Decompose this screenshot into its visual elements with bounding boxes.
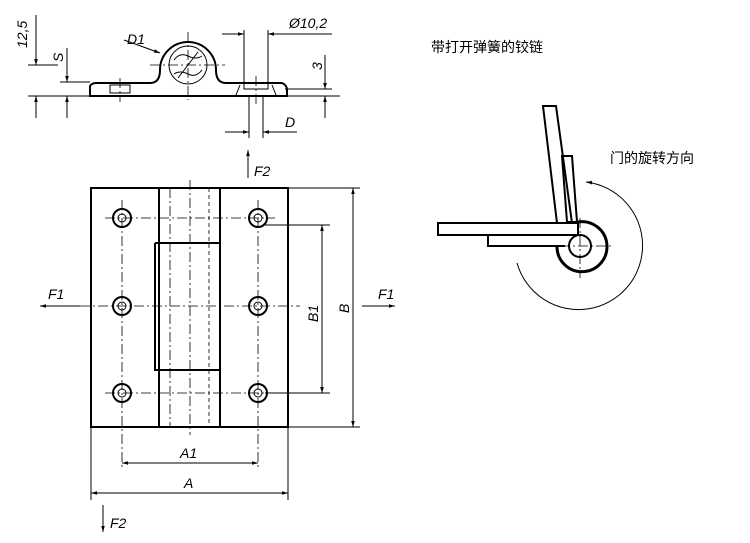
dim-bore-label: Ø10,2	[288, 15, 327, 31]
dim-3-label: 3	[309, 62, 325, 70]
force-bottom-label: F2	[110, 515, 127, 531]
dim-s-label: S	[50, 52, 66, 62]
dim-a1-label: A1	[179, 445, 197, 461]
dim-height-label: 12,5	[14, 21, 30, 48]
force-left-label: F1	[48, 286, 64, 302]
dim-b-label: B	[336, 304, 352, 313]
force-right-label: F1	[378, 286, 394, 302]
dim-b1-label: B1	[305, 305, 321, 322]
rotation-direction-label: 门的旋转方向	[610, 151, 694, 167]
dim-a-label: A	[183, 475, 193, 491]
spring-hinge-rotation-diagram: 带打开弹簧的铰链 门的旋转方向	[431, 39, 694, 311]
force-top-label: F2	[254, 163, 271, 179]
side-view: 12,5 S D1 Ø10,2 3 D	[14, 15, 340, 138]
front-view: F2 F2 F1 F1 B1 B A1 A	[40, 150, 395, 532]
title-label: 带打开弹簧的铰链	[431, 39, 543, 56]
dim-d1-label: D1	[127, 31, 145, 47]
dim-d-label: D	[285, 114, 295, 130]
